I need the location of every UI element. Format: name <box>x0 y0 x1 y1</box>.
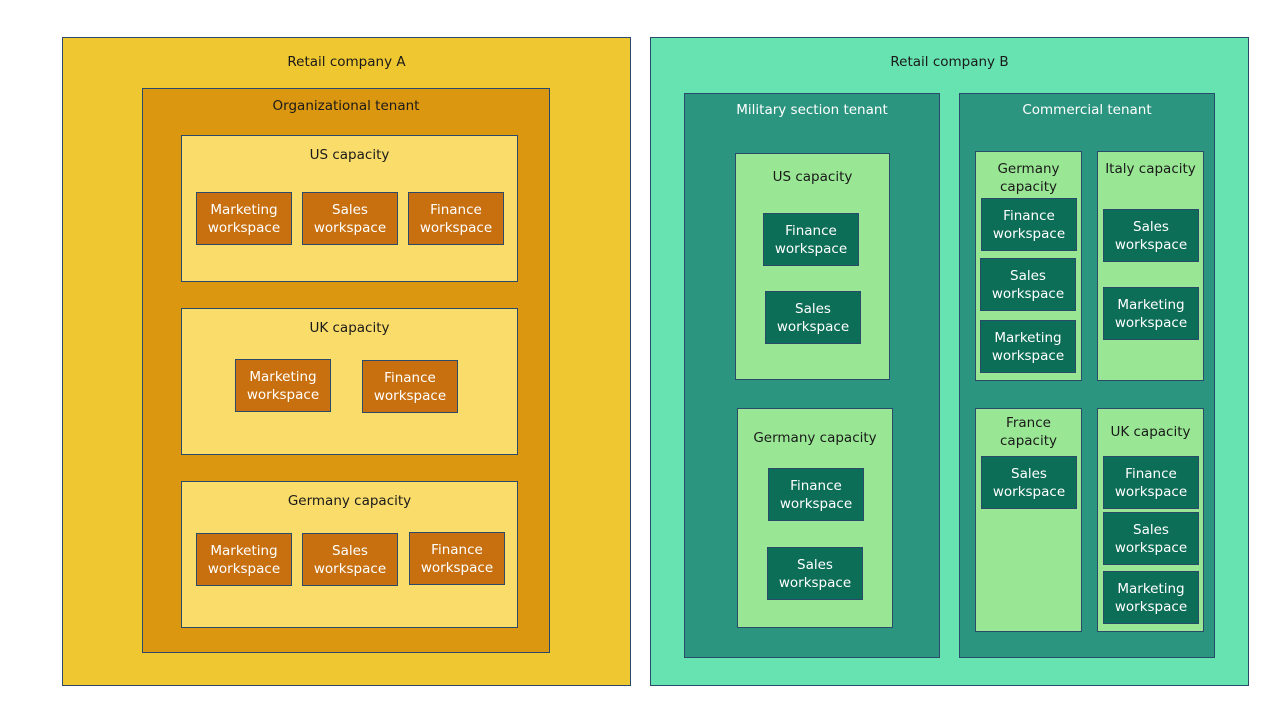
germany-capacity-box: Germany capacity Marketing workspace Sal… <box>181 481 518 628</box>
germany-capacity-title: Germany capacity <box>287 493 412 509</box>
finance-workspace: Finance workspace <box>362 360 458 413</box>
italy-capacity-title: Italy capacity <box>1105 161 1196 177</box>
finance-workspace: Finance workspace <box>408 192 504 245</box>
uk-capacity-title: UK capacity <box>1110 424 1191 440</box>
retail-company-b-title: Retail company B <box>890 54 1009 70</box>
retail-company-a-title: Retail company A <box>287 54 406 70</box>
sales-workspace: Sales workspace <box>981 456 1077 509</box>
retail-company-b-box: Retail company B Military section tenant… <box>650 37 1249 686</box>
commercial-tenant-box: Commercial tenant Germany capacity Finan… <box>959 93 1215 658</box>
finance-workspace: Finance workspace <box>1103 456 1199 509</box>
organizational-tenant-title: Organizational tenant <box>272 98 420 114</box>
uk-capacity-title: UK capacity <box>309 320 390 336</box>
us-capacity-box: US capacity Marketing workspace Sales wo… <box>181 135 518 282</box>
germany-capacity-box: Germany capacity Finance workspace Sales… <box>975 151 1082 381</box>
germany-capacity-box: Germany capacity Finance workspace Sales… <box>737 408 893 628</box>
marketing-workspace: Marketing workspace <box>1103 571 1199 624</box>
marketing-workspace: Marketing workspace <box>980 320 1076 373</box>
marketing-workspace: Marketing workspace <box>196 533 292 586</box>
commercial-tenant-title: Commercial tenant <box>1022 102 1152 118</box>
sales-workspace: Sales workspace <box>1103 209 1199 262</box>
sales-workspace: Sales workspace <box>980 258 1076 311</box>
france-capacity-box: France capacity Sales workspace <box>975 408 1082 632</box>
military-section-tenant-box: Military section tenant US capacity Fina… <box>684 93 940 658</box>
france-capacity-title: France capacity <box>1000 415 1057 449</box>
uk-capacity-box: UK capacity Finance workspace Sales work… <box>1097 408 1204 632</box>
finance-workspace: Finance workspace <box>763 213 859 266</box>
finance-workspace: Finance workspace <box>981 198 1077 251</box>
us-capacity-title: US capacity <box>772 169 853 185</box>
us-capacity-title: US capacity <box>309 147 390 163</box>
sales-workspace: Sales workspace <box>302 192 398 245</box>
sales-workspace: Sales workspace <box>302 533 398 586</box>
sales-workspace: Sales workspace <box>765 291 861 344</box>
germany-capacity-title: Germany capacity <box>997 161 1060 195</box>
finance-workspace: Finance workspace <box>768 468 864 521</box>
uk-capacity-box: UK capacity Marketing workspace Finance … <box>181 308 518 455</box>
us-capacity-box: US capacity Finance workspace Sales work… <box>735 153 890 380</box>
germany-capacity-title: Germany capacity <box>753 430 877 446</box>
organizational-tenant-box: Organizational tenant US capacity Market… <box>142 88 550 653</box>
military-section-tenant-title: Military section tenant <box>736 102 888 118</box>
finance-workspace: Finance workspace <box>409 532 505 585</box>
retail-company-a-box: Retail company A Organizational tenant U… <box>62 37 631 686</box>
sales-workspace: Sales workspace <box>767 547 863 600</box>
marketing-workspace: Marketing workspace <box>235 359 331 412</box>
marketing-workspace: Marketing workspace <box>1103 287 1199 340</box>
sales-workspace: Sales workspace <box>1103 512 1199 565</box>
italy-capacity-box: Italy capacity Sales workspace Marketing… <box>1097 151 1204 381</box>
marketing-workspace: Marketing workspace <box>196 192 292 245</box>
